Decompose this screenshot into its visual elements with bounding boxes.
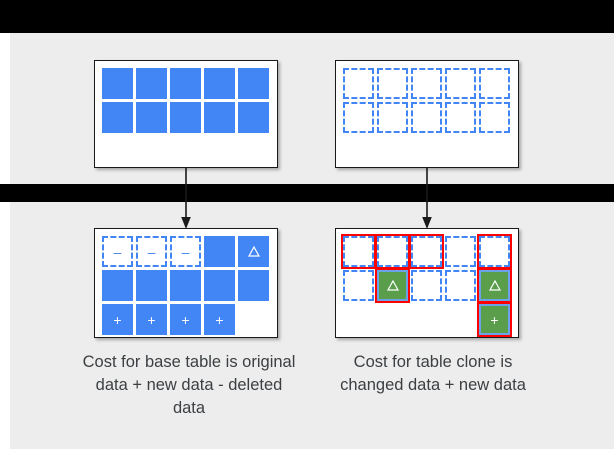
plus-icon: + <box>113 311 122 328</box>
table-cell[interactable] <box>343 102 374 133</box>
top-black-band <box>0 0 614 33</box>
table-cell[interactable] <box>238 236 269 267</box>
table-cell <box>377 304 408 335</box>
table-cell[interactable] <box>102 270 133 301</box>
table-cell[interactable] <box>204 236 235 267</box>
triangle-icon <box>488 280 501 291</box>
table-cell[interactable] <box>411 68 442 99</box>
table-cell[interactable] <box>479 68 510 99</box>
minus-icon: – <box>181 243 190 260</box>
cell-grid-clone-before <box>343 68 510 133</box>
table-cell[interactable] <box>445 270 476 301</box>
table-cell[interactable] <box>170 68 201 99</box>
table-cell[interactable]: + <box>170 304 201 335</box>
table-cell[interactable] <box>238 102 269 133</box>
triangle-icon <box>386 280 399 291</box>
table-cell[interactable] <box>136 68 167 99</box>
table-cell[interactable] <box>375 234 410 269</box>
table-cell <box>411 304 442 335</box>
table-cell[interactable] <box>136 270 167 301</box>
table-base-table-before[interactable] <box>94 60 278 168</box>
table-cell[interactable]: + <box>204 304 235 335</box>
table-cell[interactable] <box>409 234 444 269</box>
table-cell <box>238 304 269 335</box>
table-cell[interactable] <box>102 68 133 99</box>
caption-base-table: Cost for base table is original data + n… <box>82 353 296 417</box>
table-cell[interactable] <box>377 68 408 99</box>
plus-icon: + <box>490 311 499 328</box>
plus-icon: + <box>147 311 156 328</box>
table-cell[interactable] <box>445 68 476 99</box>
table-cell <box>445 304 476 335</box>
table-base-table-after[interactable]: – – – + + + + <box>94 228 278 338</box>
table-table-clone-before[interactable] <box>335 60 519 168</box>
table-cell[interactable] <box>204 102 235 133</box>
table-cell[interactable]: + <box>136 304 167 335</box>
caption-table-clone: Cost for table clone is changed data + n… <box>340 353 526 394</box>
table-cell[interactable]: – <box>102 236 133 267</box>
table-cell[interactable] <box>445 102 476 133</box>
triangle-icon <box>247 246 260 257</box>
minus-icon: – <box>113 243 122 260</box>
left-gutter <box>0 33 10 449</box>
table-cell[interactable] <box>377 102 408 133</box>
table-cell[interactable]: – <box>136 236 167 267</box>
cell-grid-base-after: – – – + + + + <box>102 236 269 335</box>
table-cell[interactable] <box>343 68 374 99</box>
table-cell[interactable] <box>375 268 410 303</box>
plus-icon: + <box>181 311 190 328</box>
arrow-down-table-clone <box>420 168 434 230</box>
table-cell[interactable] <box>341 234 376 269</box>
table-cell[interactable] <box>238 270 269 301</box>
table-cell[interactable] <box>238 68 269 99</box>
table-cell[interactable] <box>343 270 374 301</box>
table-cell[interactable] <box>170 102 201 133</box>
table-cell[interactable] <box>170 270 201 301</box>
table-cell[interactable]: + <box>102 304 133 335</box>
table-cell[interactable] <box>204 270 235 301</box>
table-cell[interactable] <box>445 236 476 267</box>
table-cell[interactable] <box>136 102 167 133</box>
table-cell[interactable]: – <box>170 236 201 267</box>
table-cell[interactable] <box>477 268 512 303</box>
arrow-down-base-table <box>179 168 193 230</box>
minus-icon: – <box>147 243 156 260</box>
plus-icon: + <box>215 311 224 328</box>
table-cell <box>343 304 374 335</box>
table-cell[interactable]: + <box>477 302 512 337</box>
table-cell[interactable] <box>477 234 512 269</box>
table-cell[interactable] <box>411 270 442 301</box>
table-cell[interactable] <box>479 102 510 133</box>
cell-grid-clone-after: + <box>341 234 512 337</box>
table-table-clone-after[interactable]: + <box>335 228 519 338</box>
cell-grid-base-before <box>102 68 269 133</box>
table-cell[interactable] <box>102 102 133 133</box>
table-cell[interactable] <box>411 102 442 133</box>
table-cell[interactable] <box>204 68 235 99</box>
middle-black-band <box>0 184 614 202</box>
